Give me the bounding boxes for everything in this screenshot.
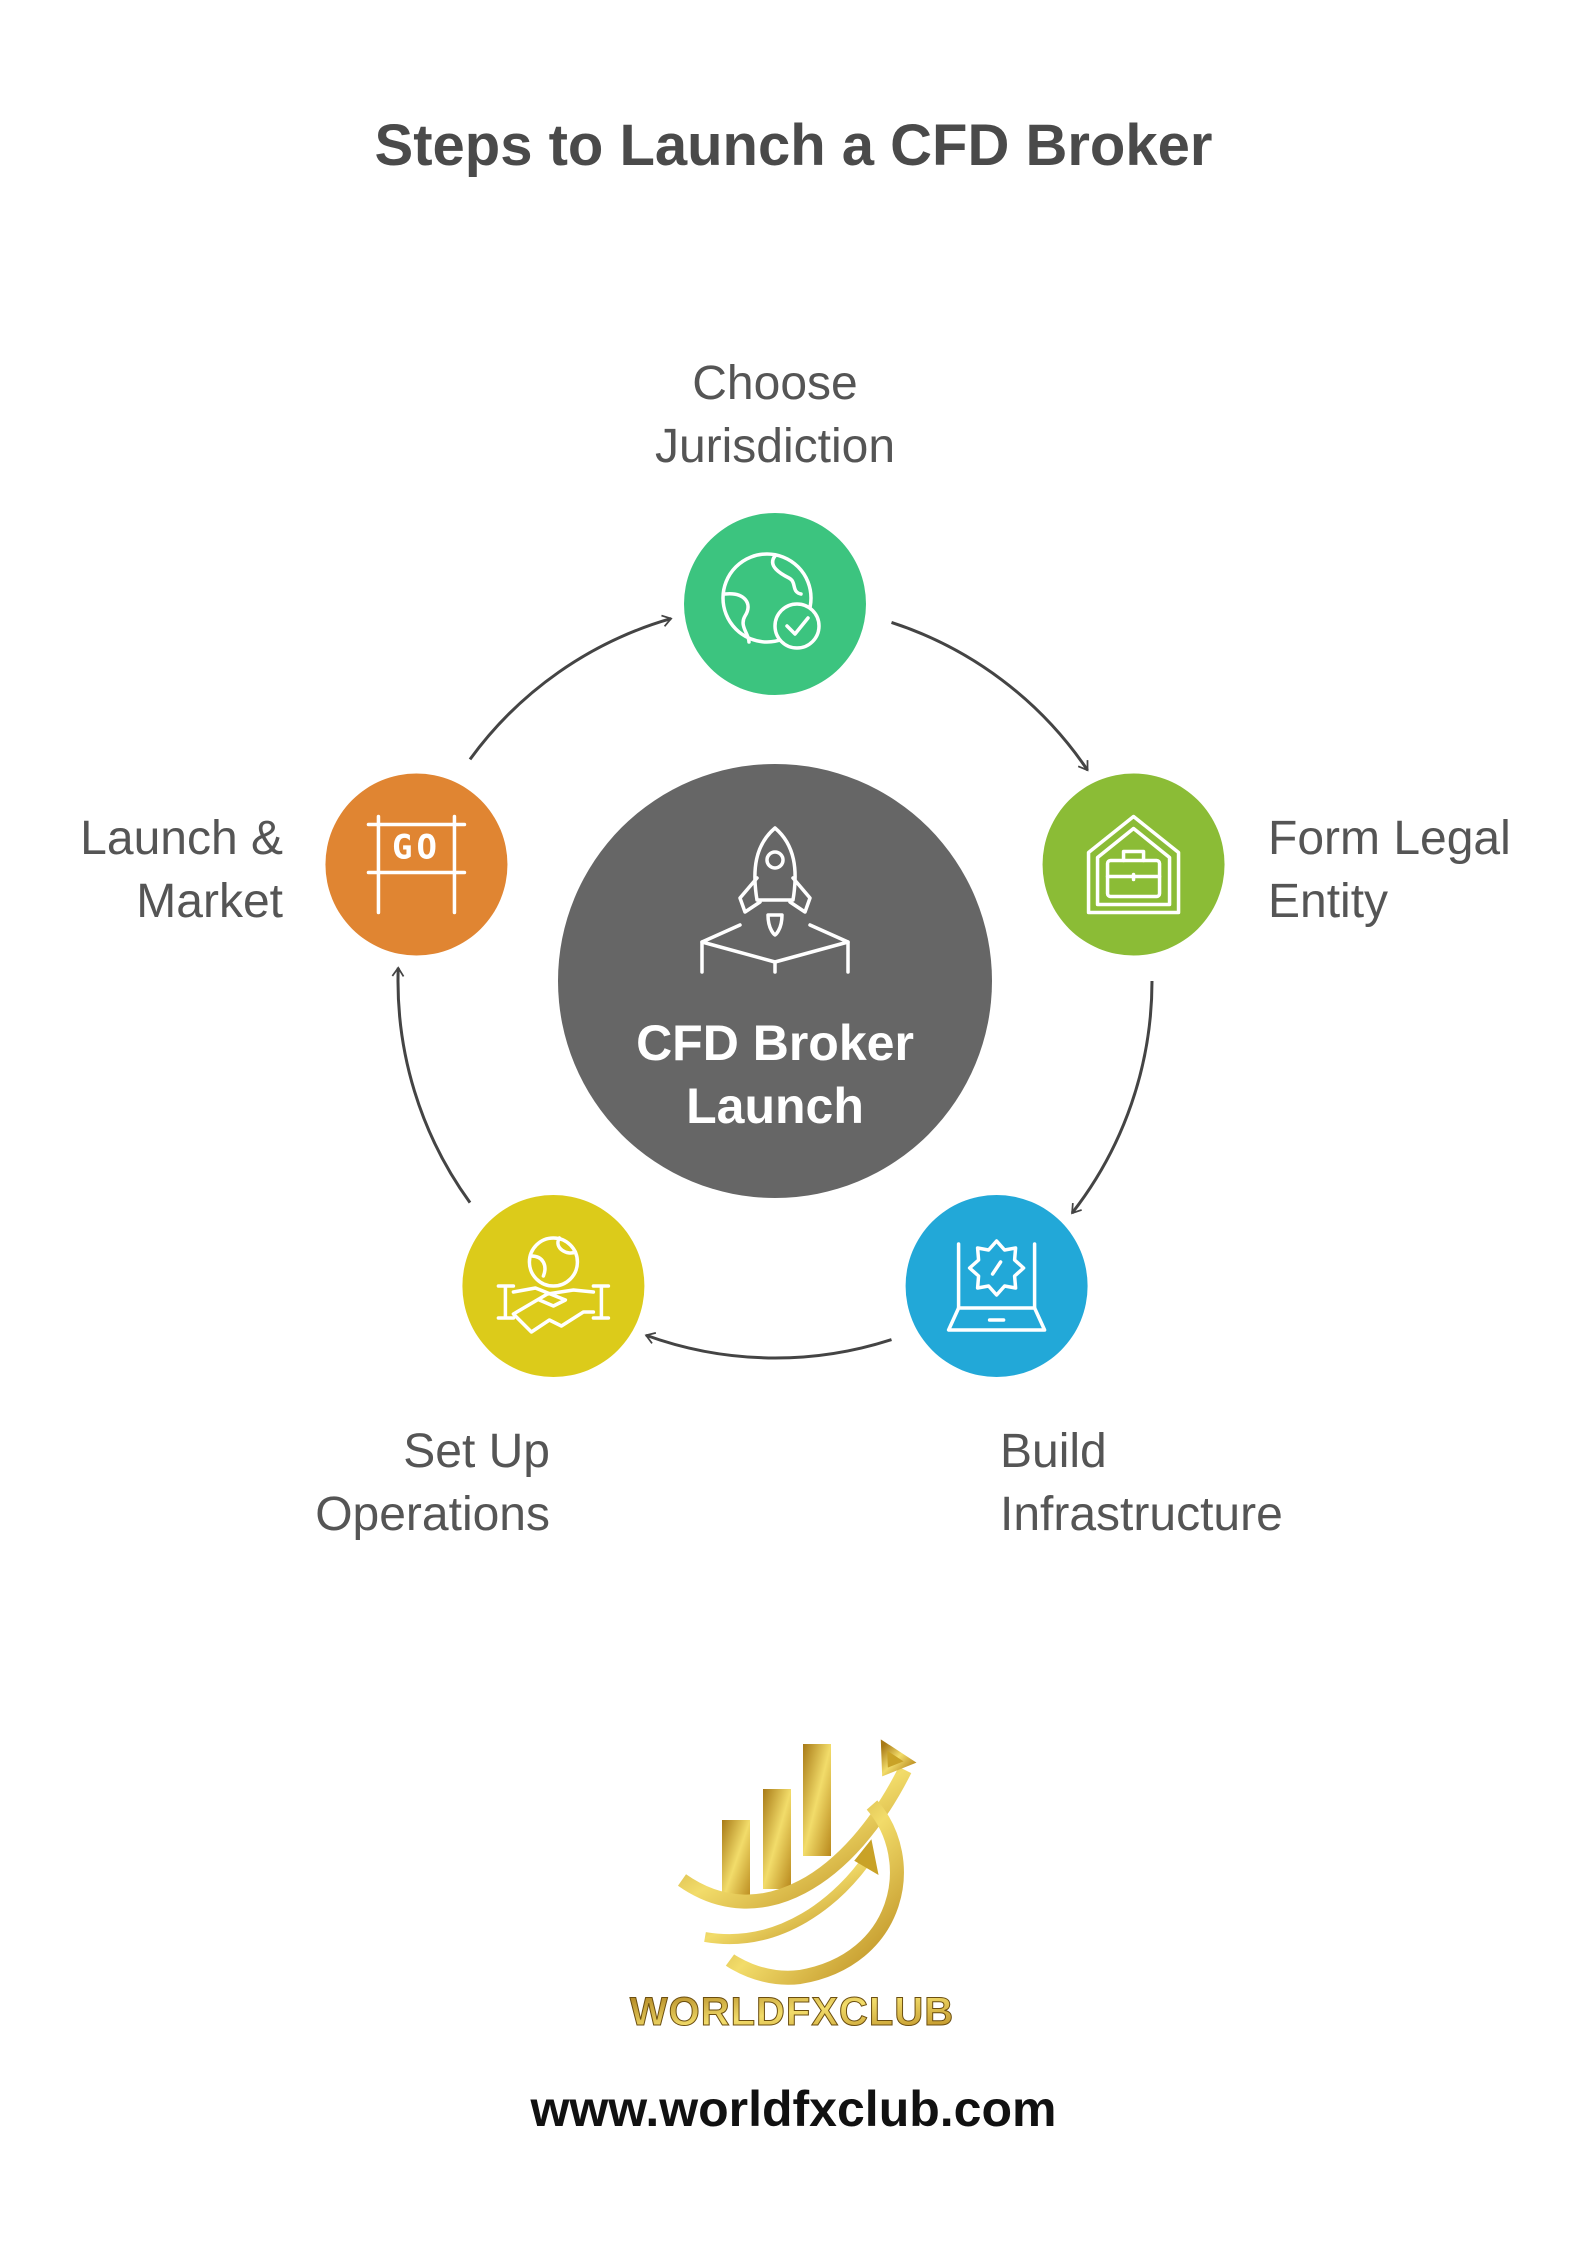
label-line: Build xyxy=(1000,1425,1107,1478)
label-line: Choose xyxy=(692,357,858,410)
step-label-set-up-operations: Set Up Operations xyxy=(200,1420,550,1546)
flow-arrow xyxy=(644,1332,892,1360)
logo: WORLDFXCLUB xyxy=(629,1739,954,2035)
rocket-icon xyxy=(700,826,850,974)
go-sign-text: GO xyxy=(392,828,441,868)
website-url[interactable]: www.worldfxclub.com xyxy=(530,2081,1057,2137)
handshake-globe-icon xyxy=(496,1236,611,1334)
step-node-launch-market: GO xyxy=(325,773,508,956)
logo-wordmark: WORLDFXCLUB xyxy=(630,1990,954,2034)
step-circle xyxy=(1042,773,1225,956)
step-circle xyxy=(325,773,508,956)
label-line: Set Up xyxy=(403,1425,550,1478)
label-line: Launch xyxy=(686,1078,864,1134)
globe-check-icon xyxy=(721,552,821,650)
label-line: Operations xyxy=(315,1488,550,1541)
label-line: CFD Broker xyxy=(636,1015,914,1071)
flow-arrow xyxy=(1070,980,1154,1215)
page-title: Steps to Launch a CFD Broker xyxy=(374,113,1213,178)
flow-arrow xyxy=(391,966,472,1204)
center-hub xyxy=(558,764,992,1198)
step-node-form-legal-entity xyxy=(1042,773,1225,956)
step-label-launch-market: Launch & Market xyxy=(0,807,283,933)
step-node-build-infrastructure xyxy=(905,1194,1088,1377)
step-node-set-up-operations xyxy=(462,1194,645,1377)
label-line: Jurisdiction xyxy=(654,420,896,473)
laptop-gear-icon xyxy=(946,1239,1047,1332)
label-line: Infrastructure xyxy=(1000,1488,1283,1541)
step-circle xyxy=(905,1194,1088,1377)
step-circle xyxy=(684,513,866,695)
label-line: Market xyxy=(136,875,283,928)
step-node-choose-jurisdiction xyxy=(684,513,866,695)
label-line: Form Legal xyxy=(1268,812,1511,865)
label-line: Entity xyxy=(1268,875,1389,928)
go-sign-icon: GO xyxy=(366,814,467,915)
flow-arrow xyxy=(468,614,673,761)
flow-arrow xyxy=(891,621,1089,772)
label-line: Launch & xyxy=(80,812,283,865)
building-briefcase-icon xyxy=(1086,814,1181,915)
